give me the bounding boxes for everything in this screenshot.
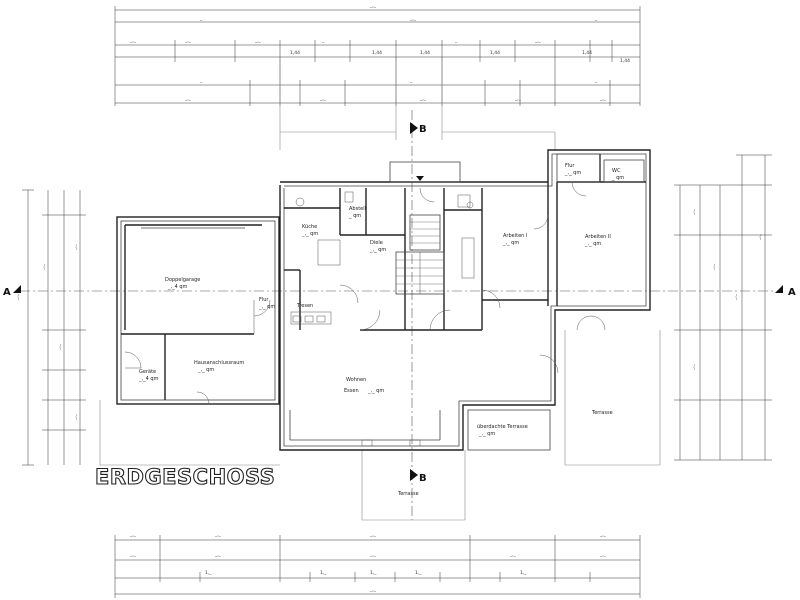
right-dim: _,_ [733,293,738,301]
room-name-abstell: Abstell [349,206,366,212]
bottom-dim: _,_ [369,553,377,558]
room-area-wohnen: _,_ qm [367,388,384,394]
top-dimension-chains: _,_ _ _,_ _ _,_ _,_ _,_ _ _ _,_ 1,44 1,4… [114,4,641,106]
bottom-dim: 1,_ [370,570,377,576]
room-area-arbeiten2: _,_ qm [584,241,601,247]
room-name-terrasse-sued: Terrasse [397,491,419,497]
room-area-geraete: _,_4 qm [138,376,159,382]
top-dim: _ [454,39,458,44]
room-labels: Doppelgarage _,_4 qm Geräte _,_4 qm Haus… [138,163,624,497]
top-dim: 1,44 [582,50,592,56]
room-name-kueche: Küche [302,224,317,230]
room-name-wc-ost: WC [612,168,621,174]
top-dim: _,_ [419,97,427,102]
room-name-essen: Essen [344,388,359,394]
bottom-dim: _,_ [129,553,137,558]
bottom-dim: _,_ [599,553,607,558]
room-name-flur-ost: Flur [565,163,575,169]
right-dim: _,_ [757,233,762,241]
room-name-ueberdachte-terrasse: überdachte Terrasse [477,424,528,430]
bottom-dim: _,_ [369,533,377,538]
room-name-diele: Diele [370,240,383,246]
room-name-arbeiten2: Arbeiten II [585,234,611,240]
room-name-tresen: Tresen [296,303,313,309]
room-area-abstell: _ qm [348,213,361,219]
right-dim: _,_ [711,263,716,271]
top-dim: 1,44 [420,50,430,56]
top-dim: _ [594,79,598,84]
top-dim: _,_ [129,39,137,44]
top-dim: _ [594,17,598,22]
left-dim: _,_ [73,413,78,421]
room-area-diele: _,_ qm [369,247,386,253]
left-dimension-labels: _,_ _,_ _,_ _,_ _,_ [15,243,78,421]
room-name-doppelgarage: Doppelgarage [165,277,200,283]
top-dim: _,_ [409,17,417,22]
top-dim: 1,44 [620,58,630,64]
top-dim: _ [321,39,325,44]
right-dimension-labels: _,_ _,_ _,_ _,_ _,_ [691,208,762,371]
bottom-dim: 1,_ [415,570,422,576]
room-name-wohnen: Wohnen [346,377,366,383]
left-dim: _,_ [73,243,78,251]
room-area-doppelgarage: _,_4 qm [167,284,188,290]
bottom-dim: 1,_ [205,570,212,576]
left-dim: _,_ [15,293,20,301]
bottom-dimension-chains [114,535,641,598]
bottom-dim: 1,_ [520,570,527,576]
top-dim: _,_ [184,97,192,102]
top-dim: 1,44 [290,50,300,56]
room-name-geraete: Geräte [139,369,156,375]
room-area-wc-ost: _ qm [611,175,624,181]
top-dim: 1,44 [490,50,500,56]
room-area-flur-ost: _,_ qm [564,170,581,176]
section-label-b-bottom: B [419,473,427,484]
top-dim: _,_ [599,97,607,102]
top-dim: _,_ [514,97,522,102]
bottom-dim: _,_ [129,533,137,538]
top-dim: _,_ [319,97,327,102]
garage-block [116,216,280,405]
main-house-walls [279,149,651,451]
bottom-dimension-labels: _,_ _,_ _,_ _,_ _,_ _,_ _,_ _,_ _,_ 1,_ … [129,533,607,593]
room-area-kueche: _,_ qm [301,231,318,237]
left-dim: _,_ [41,263,46,271]
top-dim: _ [199,17,203,22]
room-name-hausanschluss: Hausanschlussraum [194,360,244,366]
room-area-ueberdachte-terrasse: _,_ qm [478,431,495,437]
left-dimension-chains [22,189,86,466]
top-dim: _,_ [534,39,542,44]
drawing-title: ERDGESCHOSS [95,465,275,489]
top-dim: _,_ [254,39,262,44]
room-area-flur-west: _,_ qm [258,304,275,310]
top-dim: _,_ [184,39,192,44]
terrace-outlines [99,57,661,521]
top-dim-total: _,_ [369,4,377,9]
top-dim: 1,44 [372,50,382,56]
room-name-flur-west: Flur [259,297,269,303]
room-name-arbeiten1: Arbeiten I [503,233,527,239]
room-area-arbeiten1: _,_ qm [502,240,519,246]
section-label-a-left: A [3,287,11,298]
room-name-terrasse-ost: Terrasse [591,410,613,416]
room-area-hausanschluss: _,_ qm [197,367,214,373]
section-label-a-right: A [788,287,796,298]
section-lines [13,110,783,520]
bottom-dim: _,_ [214,553,222,558]
bottom-dim: _,_ [214,533,222,538]
right-dim: _,_ [691,363,696,371]
bottom-dim-total: _,_ [369,588,377,593]
top-dim: _ [409,79,413,84]
top-dim: _ [199,79,203,84]
bottom-dim: _,_ [509,553,517,558]
left-dim: _,_ [57,343,62,351]
section-label-b-top: B [419,124,427,135]
right-dim: _,_ [691,208,696,216]
bottom-dim: _,_ [599,533,607,538]
bottom-dim: 1,_ [320,570,327,576]
right-dimension-chains [674,154,772,461]
